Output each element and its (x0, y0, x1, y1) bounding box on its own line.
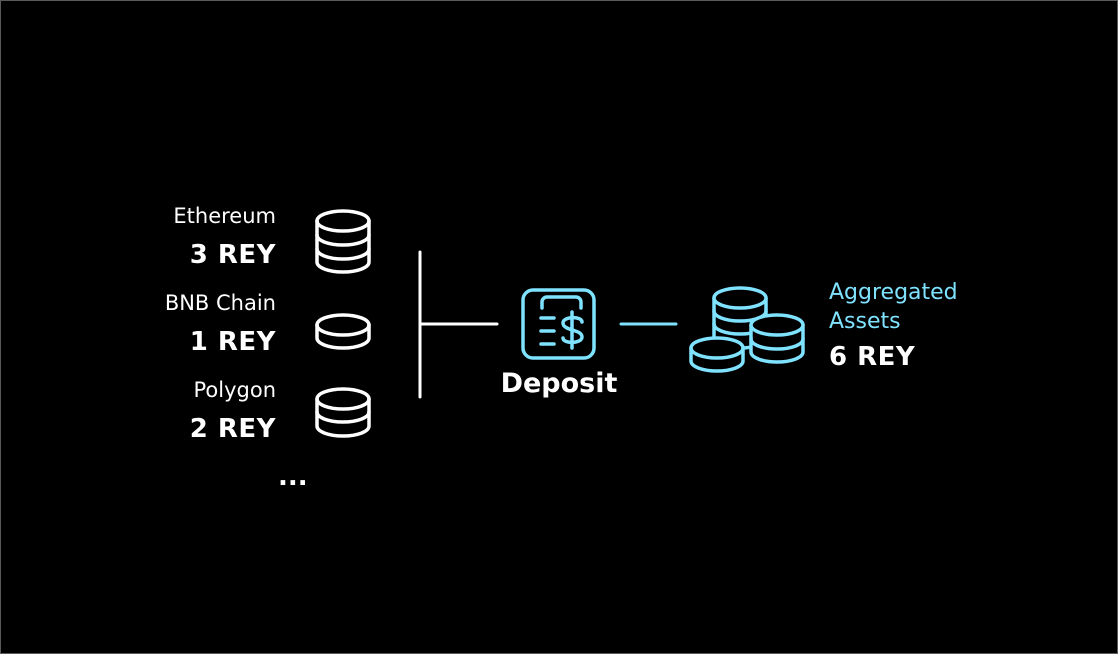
coin-stack-3-icon (315, 209, 371, 274)
chain-amount-bnb: 1 REY (189, 327, 276, 357)
connector-lines (418, 250, 499, 399)
chain-name-bnb: BNB Chain (164, 291, 276, 315)
aggregated-assets-amount: 6 REY (829, 342, 916, 372)
more-chains-ellipsis: ... (278, 462, 308, 492)
deposit-label: Deposit (500, 368, 618, 399)
coin-stack-1-icon (315, 313, 371, 350)
chain-amount-ethereum: 3 REY (189, 240, 276, 270)
aggregated-coins-icon (689, 286, 805, 373)
chain-name-polygon: Polygon (193, 378, 276, 402)
chain-amount-polygon: 2 REY (189, 414, 276, 444)
coin-stack-2-icon (315, 387, 371, 438)
aggregated-assets-label: Aggregated Assets (829, 280, 958, 334)
chain-name-ethereum: Ethereum (173, 204, 276, 228)
deposit-dollar-icon (521, 288, 596, 360)
